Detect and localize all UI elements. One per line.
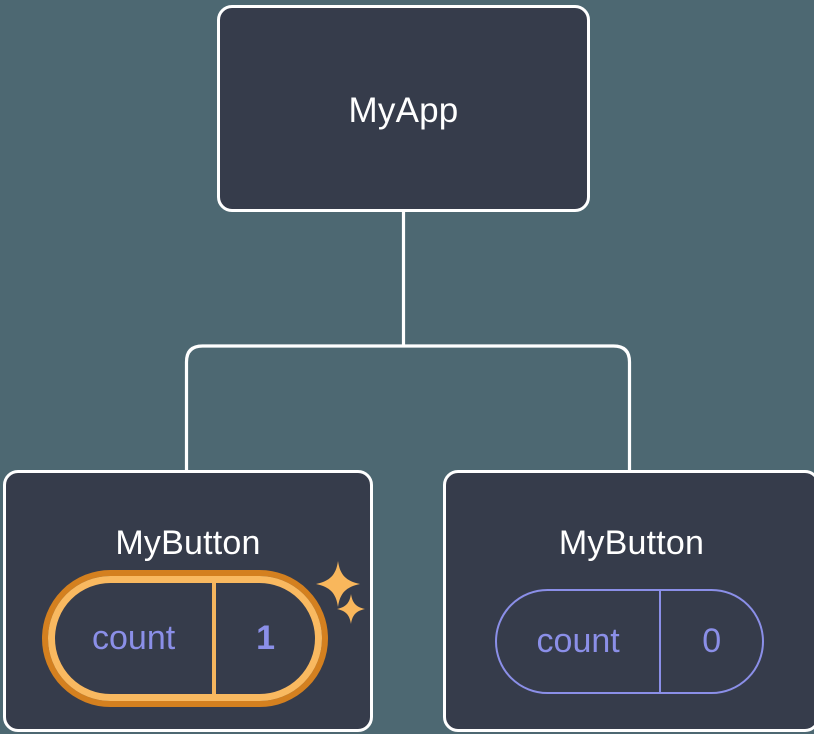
sparkle-icon (316, 561, 360, 607)
component-name-label: MyButton (558, 524, 705, 562)
state-value-label: 1 (256, 619, 276, 657)
component-name-label: MyApp (348, 91, 459, 130)
state-key-label: count (55, 583, 217, 694)
connector-branch-rail (184, 344, 632, 470)
state-pill-inner-ring: count 1 (48, 576, 322, 701)
state-pill-plain[interactable]: count 0 (495, 589, 764, 694)
state-pill-highlighted[interactable]: count 1 (42, 570, 328, 707)
component-name-label: MyButton (115, 524, 261, 562)
state-key-label: count (497, 591, 662, 692)
component-node-myapp[interactable]: MyApp (217, 5, 590, 212)
state-value-label: 0 (702, 622, 722, 660)
sparkle-icon-small (337, 594, 365, 624)
